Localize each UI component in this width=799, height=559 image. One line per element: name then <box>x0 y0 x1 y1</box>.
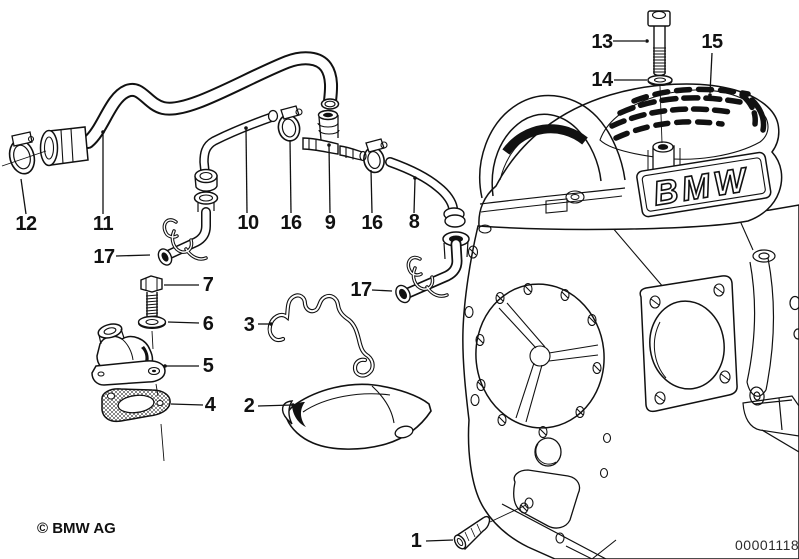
washer-part-14 <box>647 74 673 87</box>
callout-1[interactable]: 1 <box>410 530 422 552</box>
callout-12[interactable]: 12 <box>15 213 37 235</box>
callout-11[interactable]: 11 <box>92 213 114 235</box>
cover-air-hump <box>479 94 626 213</box>
shield-part-2 <box>281 383 432 450</box>
callout-17b[interactable]: 17 <box>350 279 372 301</box>
intake-flange <box>639 275 738 413</box>
hose-part-8 <box>385 157 466 228</box>
wire-clip-part-3 <box>267 293 375 378</box>
callout-16a[interactable]: 16 <box>280 212 302 234</box>
callout-4[interactable]: 4 <box>204 394 216 416</box>
callout-17a[interactable]: 17 <box>93 246 115 268</box>
hose-part-10 <box>194 109 279 192</box>
bolt-part-7 <box>140 275 163 318</box>
block-right-details <box>742 249 799 453</box>
callout-5[interactable]: 5 <box>202 355 214 377</box>
leader-lines <box>20 40 713 542</box>
callout-8[interactable]: 8 <box>408 211 420 233</box>
breather-pipe-part-17b <box>395 231 470 304</box>
breather-cover-part-5 <box>91 323 166 386</box>
document-number: 00001118 <box>735 537 799 553</box>
callout-3[interactable]: 3 <box>243 314 255 336</box>
callout-6[interactable]: 6 <box>202 313 214 335</box>
vent-grille <box>609 86 767 141</box>
gasket-part-4 <box>101 388 171 423</box>
t-fitting-part-9 <box>302 109 367 162</box>
callout-10[interactable]: 10 <box>237 212 259 234</box>
callout-9[interactable]: 9 <box>324 212 336 234</box>
callout-15[interactable]: 15 <box>701 31 723 53</box>
leader-dots <box>101 39 712 407</box>
cover-bolt-part-13 <box>647 10 671 77</box>
engine-block <box>462 204 799 559</box>
dowel-pin-part-1 <box>453 515 491 551</box>
engine-cover-part-15: BMW <box>478 83 783 234</box>
timing-cover-plate <box>475 283 605 429</box>
bolt-holes <box>464 245 612 544</box>
logo-plaque: BMW <box>636 151 772 218</box>
breather-pipe-part-17a <box>157 191 219 266</box>
copyright-text: © BMW AG <box>37 520 116 537</box>
callout-13[interactable]: 13 <box>591 31 613 53</box>
callout-16b[interactable]: 16 <box>361 212 383 234</box>
hose-clamp-part-16b <box>363 138 388 174</box>
callout-14[interactable]: 14 <box>591 69 613 91</box>
hose-clamp-part-12 <box>1 131 47 175</box>
callout-2[interactable]: 2 <box>243 395 255 417</box>
breather-hose-part-11 <box>39 51 340 167</box>
hose-clamp-part-16a <box>277 105 303 142</box>
assembly-axis-13 <box>659 85 663 144</box>
washer-part-6 <box>137 315 167 330</box>
callout-7[interactable]: 7 <box>202 274 214 296</box>
